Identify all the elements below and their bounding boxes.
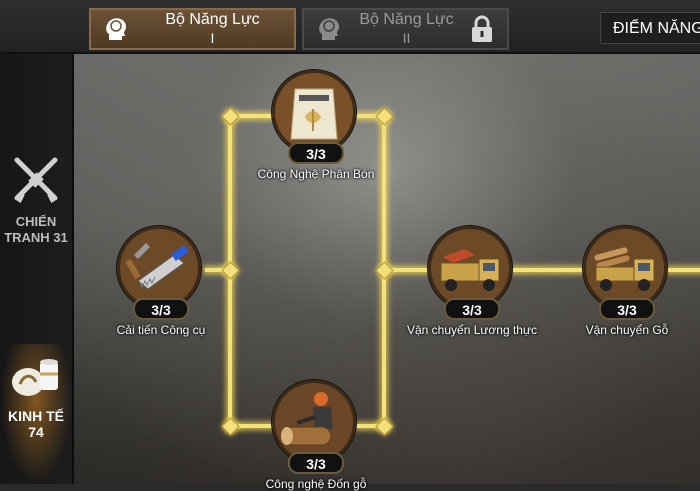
category-war-line2: TRANH 31	[4, 230, 68, 245]
skill-points-button[interactable]: ĐIỂM NĂNG	[600, 12, 700, 44]
tab-number: I	[210, 30, 215, 46]
lock-icon	[472, 15, 492, 42]
connector	[230, 114, 274, 118]
node-frame	[428, 226, 512, 310]
fertilizer-sack-icon	[275, 73, 353, 151]
node-frame	[583, 226, 667, 310]
tab-number: II	[402, 30, 411, 46]
node-progress: 3/3	[288, 142, 344, 164]
head-brain-icon	[319, 18, 339, 40]
tab-title: Bộ Năng Lực	[165, 11, 260, 28]
node-label: Công Nghệ Phân Bón	[257, 167, 375, 181]
node-progress: 3/3	[599, 298, 655, 320]
category-sidebar: CHIẾN TRANH 31 KINH TẾ 74	[0, 54, 74, 484]
connector	[230, 424, 274, 428]
head-brain-icon	[106, 18, 126, 40]
node-frame	[272, 70, 356, 154]
node-frame	[272, 380, 356, 464]
category-economy-line1: KINH TẾ	[8, 408, 64, 424]
skill-node-fertilizer[interactable]: 3/3 Công Nghệ Phân Bón	[258, 70, 374, 181]
skill-node-food-transport[interactable]: 3/3 Vận chuyển Lương thực	[407, 226, 537, 337]
category-war-line1: CHIẾN	[15, 214, 57, 229]
tab-skill-set-1[interactable]: Bộ Năng Lực I	[89, 8, 296, 50]
connector	[205, 268, 231, 272]
resources-icon	[12, 359, 58, 396]
connector	[512, 268, 586, 272]
node-label: Vận chuyển Lương thực	[406, 323, 537, 337]
node-label: Vận chuyển Gỗ	[585, 323, 669, 337]
category-economy-line2: 74	[28, 424, 44, 440]
connector	[356, 114, 386, 118]
category-economy[interactable]: KINH TẾ 74	[0, 344, 72, 484]
skill-node-wood-transport[interactable]: 3/3 Vận chuyển Gỗ	[583, 226, 671, 337]
node-progress: 3/3	[288, 452, 344, 474]
food-truck-icon	[431, 229, 509, 307]
wood-truck-icon	[586, 229, 664, 307]
skill-node-tools[interactable]: 3/3 Cải tiến Công cụ	[117, 226, 205, 337]
node-progress: 3/3	[133, 298, 189, 320]
connector	[356, 424, 386, 428]
node-label: Cải tiến Công cụ	[116, 323, 206, 337]
node-progress: 3/3	[444, 298, 500, 320]
node-label: Công nghệ Đốn gỗ	[265, 477, 367, 491]
tab-skill-set-2[interactable]: Bộ Năng Lực II	[302, 8, 509, 50]
connector	[667, 268, 700, 272]
skill-node-logging[interactable]: 3/3 Công nghệ Đốn gỗ	[266, 380, 366, 491]
crossed-rifles-icon	[14, 157, 58, 203]
lumberjack-icon	[275, 383, 353, 461]
tools-saw-icon	[120, 229, 198, 307]
category-war[interactable]: CHIẾN TRANH 31	[0, 154, 72, 246]
tab-title: Bộ Năng Lực	[359, 11, 454, 28]
node-frame	[117, 226, 201, 310]
connector	[384, 268, 430, 272]
